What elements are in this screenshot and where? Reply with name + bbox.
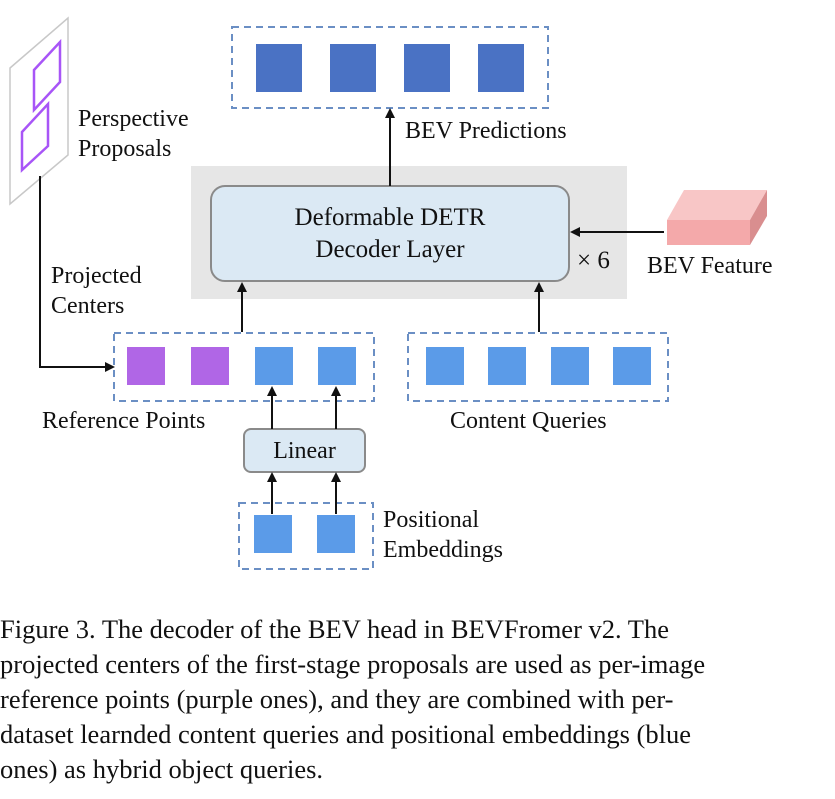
caption-line: reference points (purple ones), and they… <box>0 684 674 714</box>
caption-line: Figure 3. The decoder of the BEV head in… <box>0 614 669 644</box>
perspective-proposals-line2: Proposals <box>78 136 172 162</box>
bev-predictions-label: BEV Predictions <box>405 118 567 144</box>
reference-points-label: Reference Points <box>42 408 206 434</box>
reference-point-purple <box>127 347 165 385</box>
projected-centers-arrow <box>39 176 115 372</box>
reference-points-group <box>113 332 375 402</box>
perspective-proposals-line1: Perspective <box>78 106 189 132</box>
projected-centers-label: Projected Centers <box>51 261 142 321</box>
proposal-box-top <box>32 38 62 114</box>
prediction-square <box>404 44 450 92</box>
positional-embeddings-line2: Embeddings <box>383 537 503 563</box>
content-queries-group <box>407 332 669 402</box>
reference-point-blue <box>255 347 293 385</box>
positional-embedding-square <box>254 515 292 553</box>
repeat-count-label: × 6 <box>577 247 610 274</box>
reference-point-purple <box>191 347 229 385</box>
reference-point-blue <box>318 347 356 385</box>
content-query-square <box>613 347 651 385</box>
bev-feature-block <box>667 190 767 245</box>
caption-line: projected centers of the first-stage pro… <box>0 649 706 679</box>
content-query-square <box>488 347 526 385</box>
content-queries-label: Content Queries <box>450 408 607 434</box>
content-query-square <box>551 347 589 385</box>
figure-caption: Figure 3. The decoder of the BEV head in… <box>0 612 835 787</box>
prediction-square <box>478 44 524 92</box>
perspective-proposals-label: Perspective Proposals <box>78 104 189 164</box>
projected-centers-line2: Centers <box>51 293 125 319</box>
caption-line: dataset learnded content queries and pos… <box>0 719 691 749</box>
linear-box <box>243 428 366 473</box>
positional-embeddings-label: Positional Embeddings <box>383 505 503 565</box>
prediction-square <box>330 44 376 92</box>
decoder-layer-label: Deformable DETR Decoder Layer <box>211 202 569 266</box>
proposal-box-bottom <box>20 100 50 173</box>
decoder-layer-line2: Decoder Layer <box>315 236 465 263</box>
bev-feature-label: BEV Feature <box>647 253 773 279</box>
projected-centers-line1: Projected <box>51 263 142 289</box>
positional-embeddings-line1: Positional <box>383 507 480 533</box>
positional-embedding-square <box>317 515 355 553</box>
bev-decoder-diagram <box>9 16 767 570</box>
caption-line: ones) as hybrid object queries. <box>0 754 324 784</box>
positional-embeddings-group <box>238 502 374 570</box>
perspective-image-plane <box>9 16 69 206</box>
linear-label: Linear <box>273 438 336 464</box>
decoder-layer-line1: Deformable DETR <box>294 204 486 231</box>
prediction-square <box>256 44 302 92</box>
content-query-square <box>426 347 464 385</box>
bev-predictions-group <box>231 26 549 109</box>
